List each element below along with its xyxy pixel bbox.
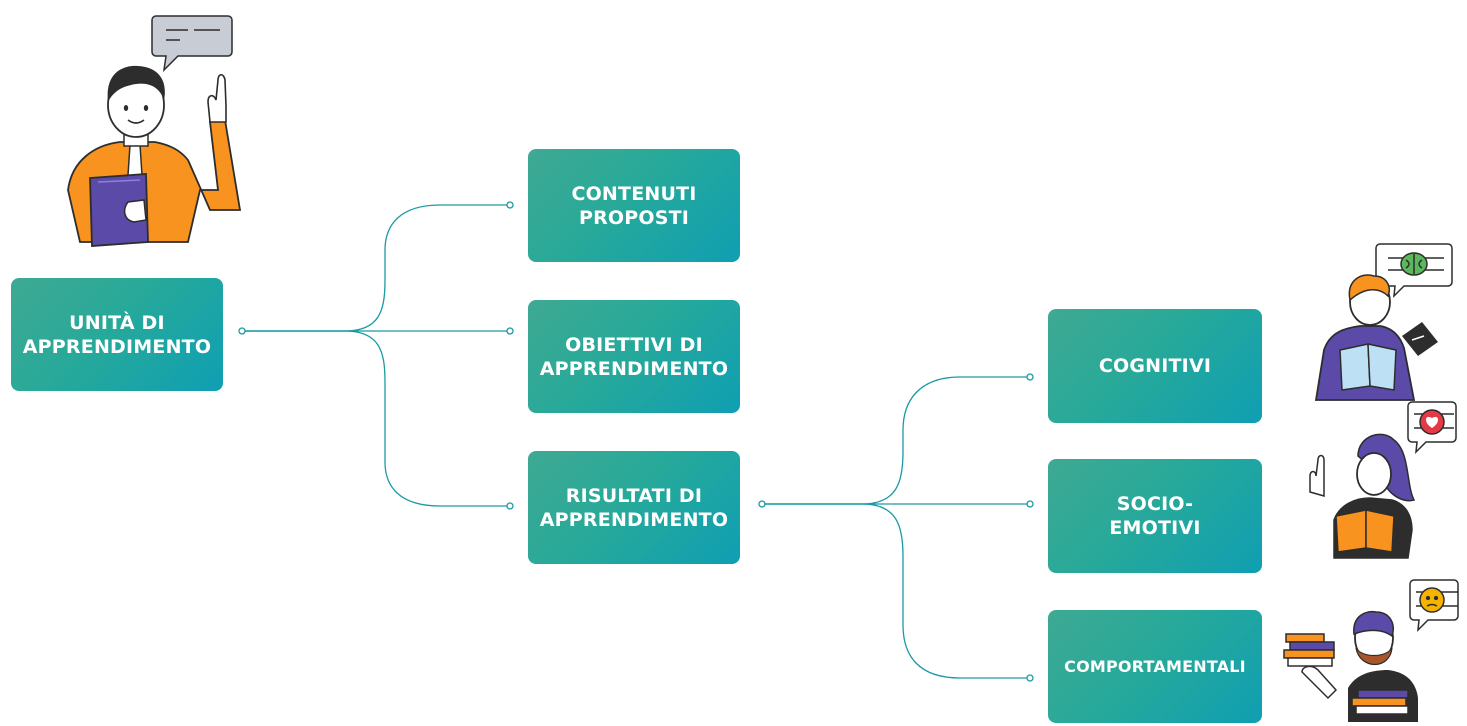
node-label: COMPORTAMENTALI	[1064, 656, 1246, 676]
node-cognitivi: COGNITIVI	[1048, 309, 1262, 423]
connector-dot	[506, 327, 514, 335]
node-label: RISULTATI DI APPRENDIMENTO	[539, 484, 729, 531]
student-books-confused-icon	[1283, 579, 1459, 722]
connector-dot	[1026, 500, 1034, 508]
connector-dot	[506, 201, 514, 209]
student-reading-heart-icon	[1309, 401, 1457, 559]
connector-risultati-comportamentali	[762, 503, 1030, 679]
node-unita-di-apprendimento: UNITÀ DI APPRENDIMENTO	[11, 278, 223, 391]
student-reading-brain-icon	[1314, 243, 1453, 401]
teacher-pointing-icon	[67, 15, 242, 247]
speech-bubble-icon	[151, 15, 233, 73]
node-label: UNITÀ DI APPRENDIMENTO	[22, 311, 212, 358]
node-label: CONTENUTI PROPOSTI	[571, 182, 697, 229]
connector-dot	[1026, 373, 1034, 381]
node-label: SOCIO- EMOTIVI	[1109, 493, 1201, 539]
node-obiettivi-di-apprendimento: OBIETTIVI DI APPRENDIMENTO	[528, 300, 740, 413]
node-label: COGNITIVI	[1098, 355, 1212, 377]
node-label: OBIETTIVI DI APPRENDIMENTO	[539, 333, 729, 380]
connector-dot	[758, 500, 766, 508]
node-comportamentali: COMPORTAMENTALI	[1048, 610, 1262, 723]
node-socio-emotivi: SOCIO- EMOTIVI	[1048, 459, 1262, 573]
confused-emoji-icon	[1419, 587, 1445, 613]
node-risultati-di-apprendimento: RISULTATI DI APPRENDIMENTO	[528, 451, 740, 564]
connector-root-risultati	[242, 330, 510, 507]
connector-dot	[1026, 674, 1034, 682]
connector-risultati-cognitivi	[762, 376, 1030, 505]
connector-dot	[238, 327, 246, 335]
connector-root-contenuti	[242, 204, 510, 332]
book-icon	[89, 173, 149, 247]
node-contenuti-proposti: CONTENUTI PROPOSTI	[528, 149, 740, 262]
connector-dot	[506, 502, 514, 510]
